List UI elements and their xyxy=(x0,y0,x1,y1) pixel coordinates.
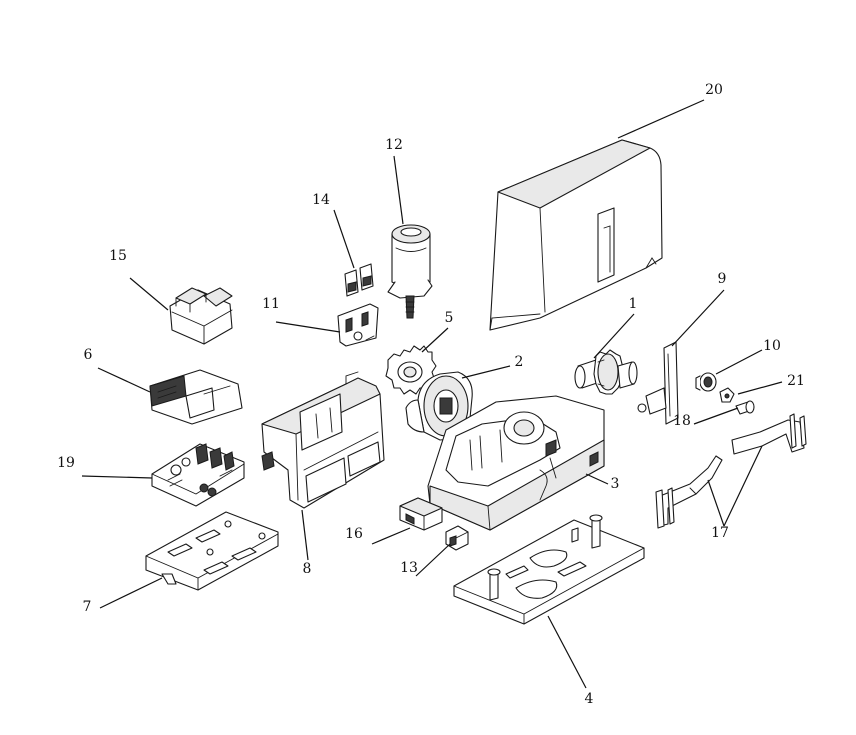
callout-9: 9 xyxy=(718,271,727,287)
callout-3: 3 xyxy=(611,476,620,492)
callout-19: 19 xyxy=(57,455,75,471)
callout-8: 8 xyxy=(303,561,312,577)
callout-12: 12 xyxy=(385,137,403,153)
callout-7: 7 xyxy=(83,599,92,615)
leader-19 xyxy=(81,475,153,479)
callout-18: 18 xyxy=(673,413,691,429)
leader-17a xyxy=(707,479,725,527)
part-18-pin xyxy=(735,400,755,415)
part-15-transformer xyxy=(169,287,233,345)
part-10-lock xyxy=(695,372,717,392)
leader-14 xyxy=(333,209,355,269)
part-16-relay xyxy=(399,497,443,531)
leader-21 xyxy=(737,381,783,395)
leader-17b xyxy=(723,445,763,527)
callout-5: 5 xyxy=(445,310,454,326)
leader-13 xyxy=(415,543,451,577)
callout-labels: 20 12 14 15 11 5 1 9 2 10 21 18 6 19 3 1… xyxy=(57,82,805,707)
part-7-base-plate xyxy=(145,511,279,591)
part-9-bracket xyxy=(637,341,679,425)
callout-21: 21 xyxy=(787,373,805,389)
callout-4: 4 xyxy=(585,691,594,707)
part-11-brush-plate xyxy=(337,303,379,347)
part-4-foundation-plate xyxy=(453,514,645,625)
leader-lines xyxy=(81,99,783,689)
leader-20 xyxy=(617,99,705,139)
part-19-control-board xyxy=(151,443,245,507)
part-20-cover xyxy=(489,139,663,331)
part-6-connector xyxy=(149,369,243,425)
part-1-output-shaft xyxy=(574,349,638,395)
part-14-brushes xyxy=(344,263,374,297)
leader-15 xyxy=(129,277,169,311)
leader-3 xyxy=(585,473,609,485)
leader-12 xyxy=(393,155,404,225)
leader-18 xyxy=(693,407,739,425)
leader-2 xyxy=(461,365,511,379)
leader-6 xyxy=(97,367,151,393)
leader-8 xyxy=(301,509,309,561)
callout-2: 2 xyxy=(515,354,524,370)
leader-11 xyxy=(275,321,341,333)
callout-10: 10 xyxy=(763,338,781,354)
leader-1 xyxy=(593,313,635,359)
leader-7 xyxy=(99,577,163,609)
leader-16 xyxy=(371,527,411,545)
callout-15: 15 xyxy=(109,248,127,264)
leader-10 xyxy=(715,349,763,375)
part-13-connector xyxy=(445,525,469,551)
part-17-limit-switches xyxy=(655,413,807,529)
leader-4 xyxy=(547,615,587,689)
part-8-frame xyxy=(261,371,385,509)
callout-6: 6 xyxy=(84,347,93,363)
leader-5 xyxy=(421,327,449,353)
callout-11: 11 xyxy=(262,296,280,312)
part-12-motor xyxy=(387,224,433,319)
leader-9 xyxy=(671,289,725,347)
part-5-gear xyxy=(385,345,437,395)
part-21-key xyxy=(719,387,735,403)
callout-20: 20 xyxy=(705,82,723,98)
callout-14: 14 xyxy=(312,192,330,208)
part-3-housing xyxy=(427,395,605,531)
callout-17: 17 xyxy=(711,525,729,541)
callout-13: 13 xyxy=(400,560,418,576)
callout-1: 1 xyxy=(629,296,638,312)
callout-16: 16 xyxy=(345,526,363,542)
